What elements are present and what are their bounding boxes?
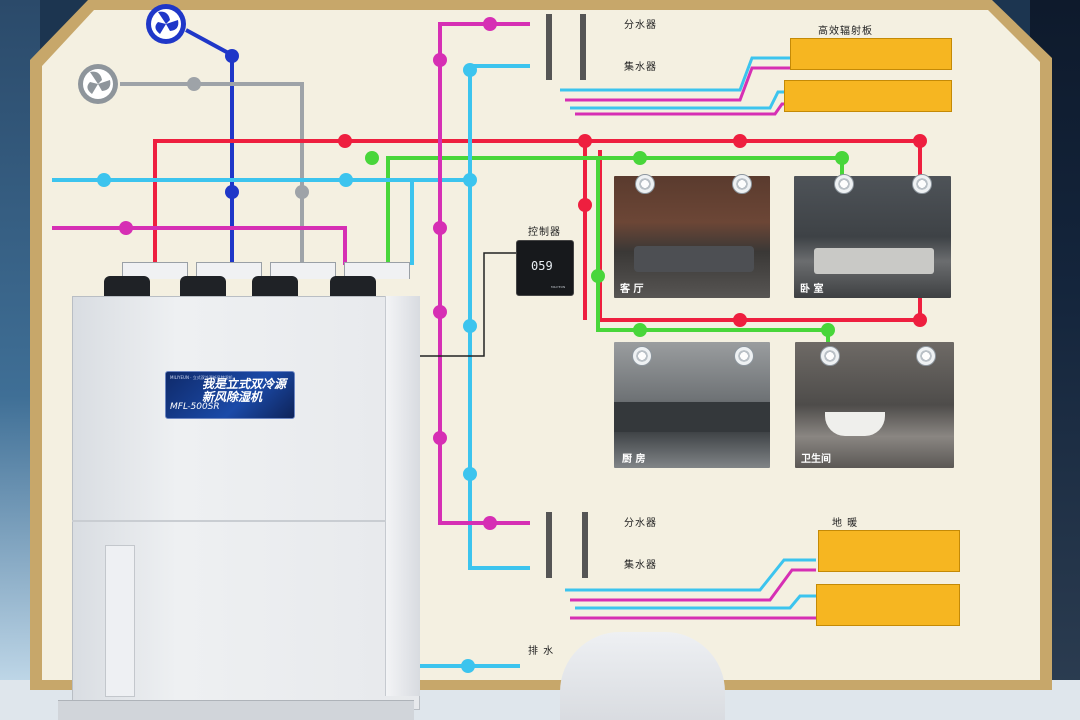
- unit-side-panel: [385, 296, 420, 696]
- controller-wire: [418, 252, 516, 357]
- label-collector-bottom: 集水器: [624, 560, 657, 571]
- duct-frame: [270, 262, 336, 279]
- unit-base: [58, 700, 414, 720]
- cyan-pipe-main: [52, 64, 530, 182]
- magenta-pipe-riser: [438, 22, 530, 228]
- unit-handle: [105, 545, 135, 697]
- controller-brand: MILIYEUN: [551, 285, 566, 289]
- badge-small-text: MILIYEUN · 立式双冷源新风除湿机: [170, 375, 233, 380]
- magenta-pipe-main: [52, 226, 347, 265]
- label-collector-top: 集水器: [624, 62, 657, 73]
- flow-arrow-markers: [97, 17, 927, 673]
- vent-icon: [732, 174, 752, 194]
- duct-connector: [252, 276, 298, 298]
- panel-loop-magenta-1: [565, 66, 790, 102]
- room-caption-living: 客 厅: [620, 284, 644, 295]
- duct-connector: [330, 276, 376, 298]
- green-pipe-branch: [596, 158, 830, 345]
- magenta-pipe-lower: [438, 228, 530, 525]
- duct-connector: [180, 276, 226, 298]
- room-photo-bedroom: 卧 室: [794, 176, 951, 298]
- green-pipe: [386, 156, 844, 265]
- vent-icon: [912, 174, 932, 194]
- vent-icon: [632, 346, 652, 366]
- vent-icon: [916, 346, 936, 366]
- floor-heating-panel-1: [818, 530, 960, 572]
- unit-badge: MILIYEUN · 立式双冷源新风除湿机 我是立式双冷源新风除湿机 MFL-5…: [165, 371, 295, 419]
- gray-pipe: [120, 82, 304, 265]
- duct-frame: [344, 262, 410, 279]
- floor-heating-panel-2: [816, 584, 960, 626]
- manifold-top-left: [546, 14, 552, 80]
- radiant-panel-2: [784, 80, 952, 112]
- foreground-chair: [560, 632, 725, 720]
- controller-display-value: 059: [531, 259, 553, 273]
- vent-icon: [635, 174, 655, 194]
- label-drain: 排 水: [528, 646, 555, 657]
- radiant-panel-1: [790, 38, 952, 70]
- exhaust-fan-icon: [78, 64, 118, 104]
- manifold-top-right: [580, 14, 586, 80]
- vent-icon: [834, 174, 854, 194]
- room-photo-living: 客 厅: [614, 176, 770, 298]
- floor-loop-cyan-2: [575, 594, 816, 610]
- fresh-air-fan-icon: [146, 4, 186, 44]
- controller-panel: 059 MILIYEUN: [516, 240, 574, 296]
- unit-seam: [72, 520, 386, 522]
- label-controller: 控制器: [528, 227, 561, 238]
- duct-connector: [104, 276, 150, 298]
- badge-slogan: 我是立式双冷源新风除湿机: [202, 377, 287, 404]
- duct-frame: [122, 262, 188, 279]
- floor-loop-magenta-1: [570, 568, 816, 602]
- panel-loop-cyan-1: [560, 56, 790, 92]
- manifold-bottom-left: [546, 512, 552, 578]
- label-radiant-panel: 高效辐射板: [818, 26, 873, 37]
- vent-icon: [820, 346, 840, 366]
- vent-icon: [734, 346, 754, 366]
- label-distributor-top: 分水器: [624, 20, 657, 31]
- manifold-bottom-right: [582, 512, 588, 578]
- label-distributor-bottom: 分水器: [624, 518, 657, 529]
- badge-model: MFL-500SR: [170, 402, 220, 412]
- room-caption-bathroom: 卫生间: [801, 454, 831, 465]
- floor-loop-cyan-1: [565, 558, 816, 592]
- label-floor-heating: 地 暖: [832, 518, 859, 529]
- room-caption-bedroom: 卧 室: [800, 284, 824, 295]
- duct-frame: [196, 262, 262, 279]
- cyan-pipe-down: [468, 180, 530, 570]
- room-caption-kitchen: 厨 房: [622, 454, 646, 465]
